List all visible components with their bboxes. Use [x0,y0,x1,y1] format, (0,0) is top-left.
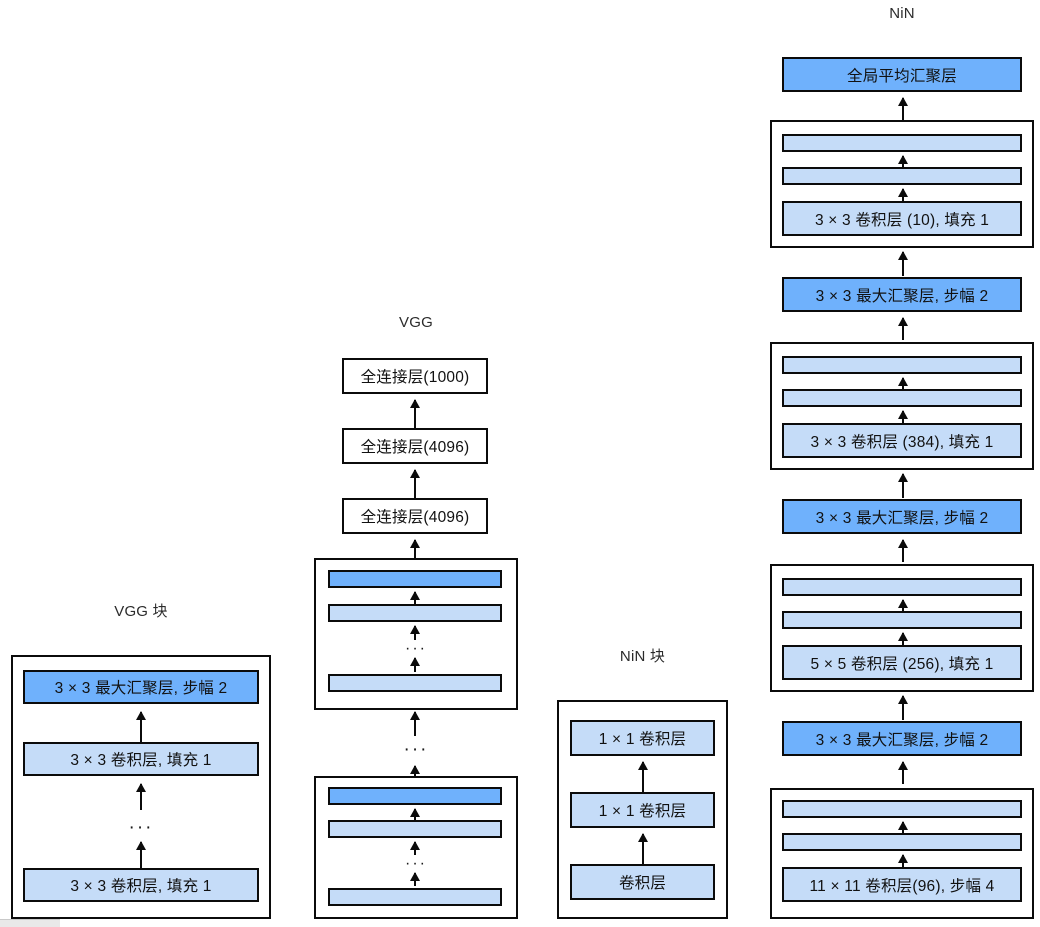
nin-block-4-conv[interactable]: 3 × 3 卷积层 (10), 填充 1 [782,201,1022,236]
vgg-block-title: VGG 块 [114,603,168,620]
vgg-block-lower-ellipsis: ··· [405,855,427,872]
nin-block-2-conv[interactable]: 5 × 5 卷积层 (256), 填充 1 [782,645,1022,680]
nin-maxpool-2[interactable]: 3 × 3 最大汇聚层, 步幅 2 [782,499,1022,534]
nin-block-2-bar-2[interactable] [782,611,1022,629]
vgg-dense-1000[interactable]: 全连接层(1000) [342,358,488,394]
vgg-block-lower-bar-1[interactable] [328,787,502,805]
nin-block-title: NiN 块 [619,648,666,665]
nin-global-avg-pool[interactable]: 全局平均汇聚层 [782,57,1022,92]
nin-block-2-bar-1[interactable] [782,578,1022,596]
nin-block-layer-conv[interactable]: 卷积层 [570,864,715,900]
vgg-block-lower-bar-2[interactable] [328,820,502,838]
vgg-block-lower-bar-3[interactable] [328,888,502,906]
scrollbar-artifact [0,919,60,927]
nin-block-layer-conv1x1-top[interactable]: 1 × 1 卷积层 [570,720,715,756]
vgg-dense-4096-a[interactable]: 全连接层(4096) [342,428,488,464]
nin-block-1-bar-1[interactable] [782,800,1022,818]
nin-block-3-bar-1[interactable] [782,356,1022,374]
vgg-block-layer-conv-top[interactable]: 3 × 3 卷积层, 填充 1 [23,742,259,776]
vgg-block-layer-conv-bottom[interactable]: 3 × 3 卷积层, 填充 1 [23,868,259,902]
nin-block-4-bar-1[interactable] [782,134,1022,152]
vgg-block-upper-bar-1[interactable] [328,570,502,588]
vgg-block-layer-maxpool[interactable]: 3 × 3 最大汇聚层, 步幅 2 [23,670,259,704]
vgg-block-upper-bar-2[interactable] [328,604,502,622]
nin-block-1-conv[interactable]: 11 × 11 卷积层(96), 步幅 4 [782,867,1022,902]
nin-maxpool-1[interactable]: 3 × 3 最大汇聚层, 步幅 2 [782,721,1022,756]
vgg-block-upper-ellipsis: ··· [405,640,427,657]
vgg-block-ellipsis: ··· [128,817,154,838]
nin-block-layer-conv1x1-mid[interactable]: 1 × 1 卷积层 [570,792,715,828]
nin-maxpool-3[interactable]: 3 × 3 最大汇聚层, 步幅 2 [782,277,1022,312]
nin-title: NiN [889,5,915,22]
vgg-dense-4096-b[interactable]: 全连接层(4096) [342,498,488,534]
vgg-title: VGG [399,314,433,331]
nin-block-3-conv[interactable]: 3 × 3 卷积层 (384), 填充 1 [782,423,1022,458]
nin-block-1-bar-2[interactable] [782,833,1022,851]
nin-block-3-bar-2[interactable] [782,389,1022,407]
nin-block-4-bar-2[interactable] [782,167,1022,185]
vgg-block-upper-bar-3[interactable] [328,674,502,692]
vgg-between-blocks-ellipsis: ··· [403,739,429,760]
